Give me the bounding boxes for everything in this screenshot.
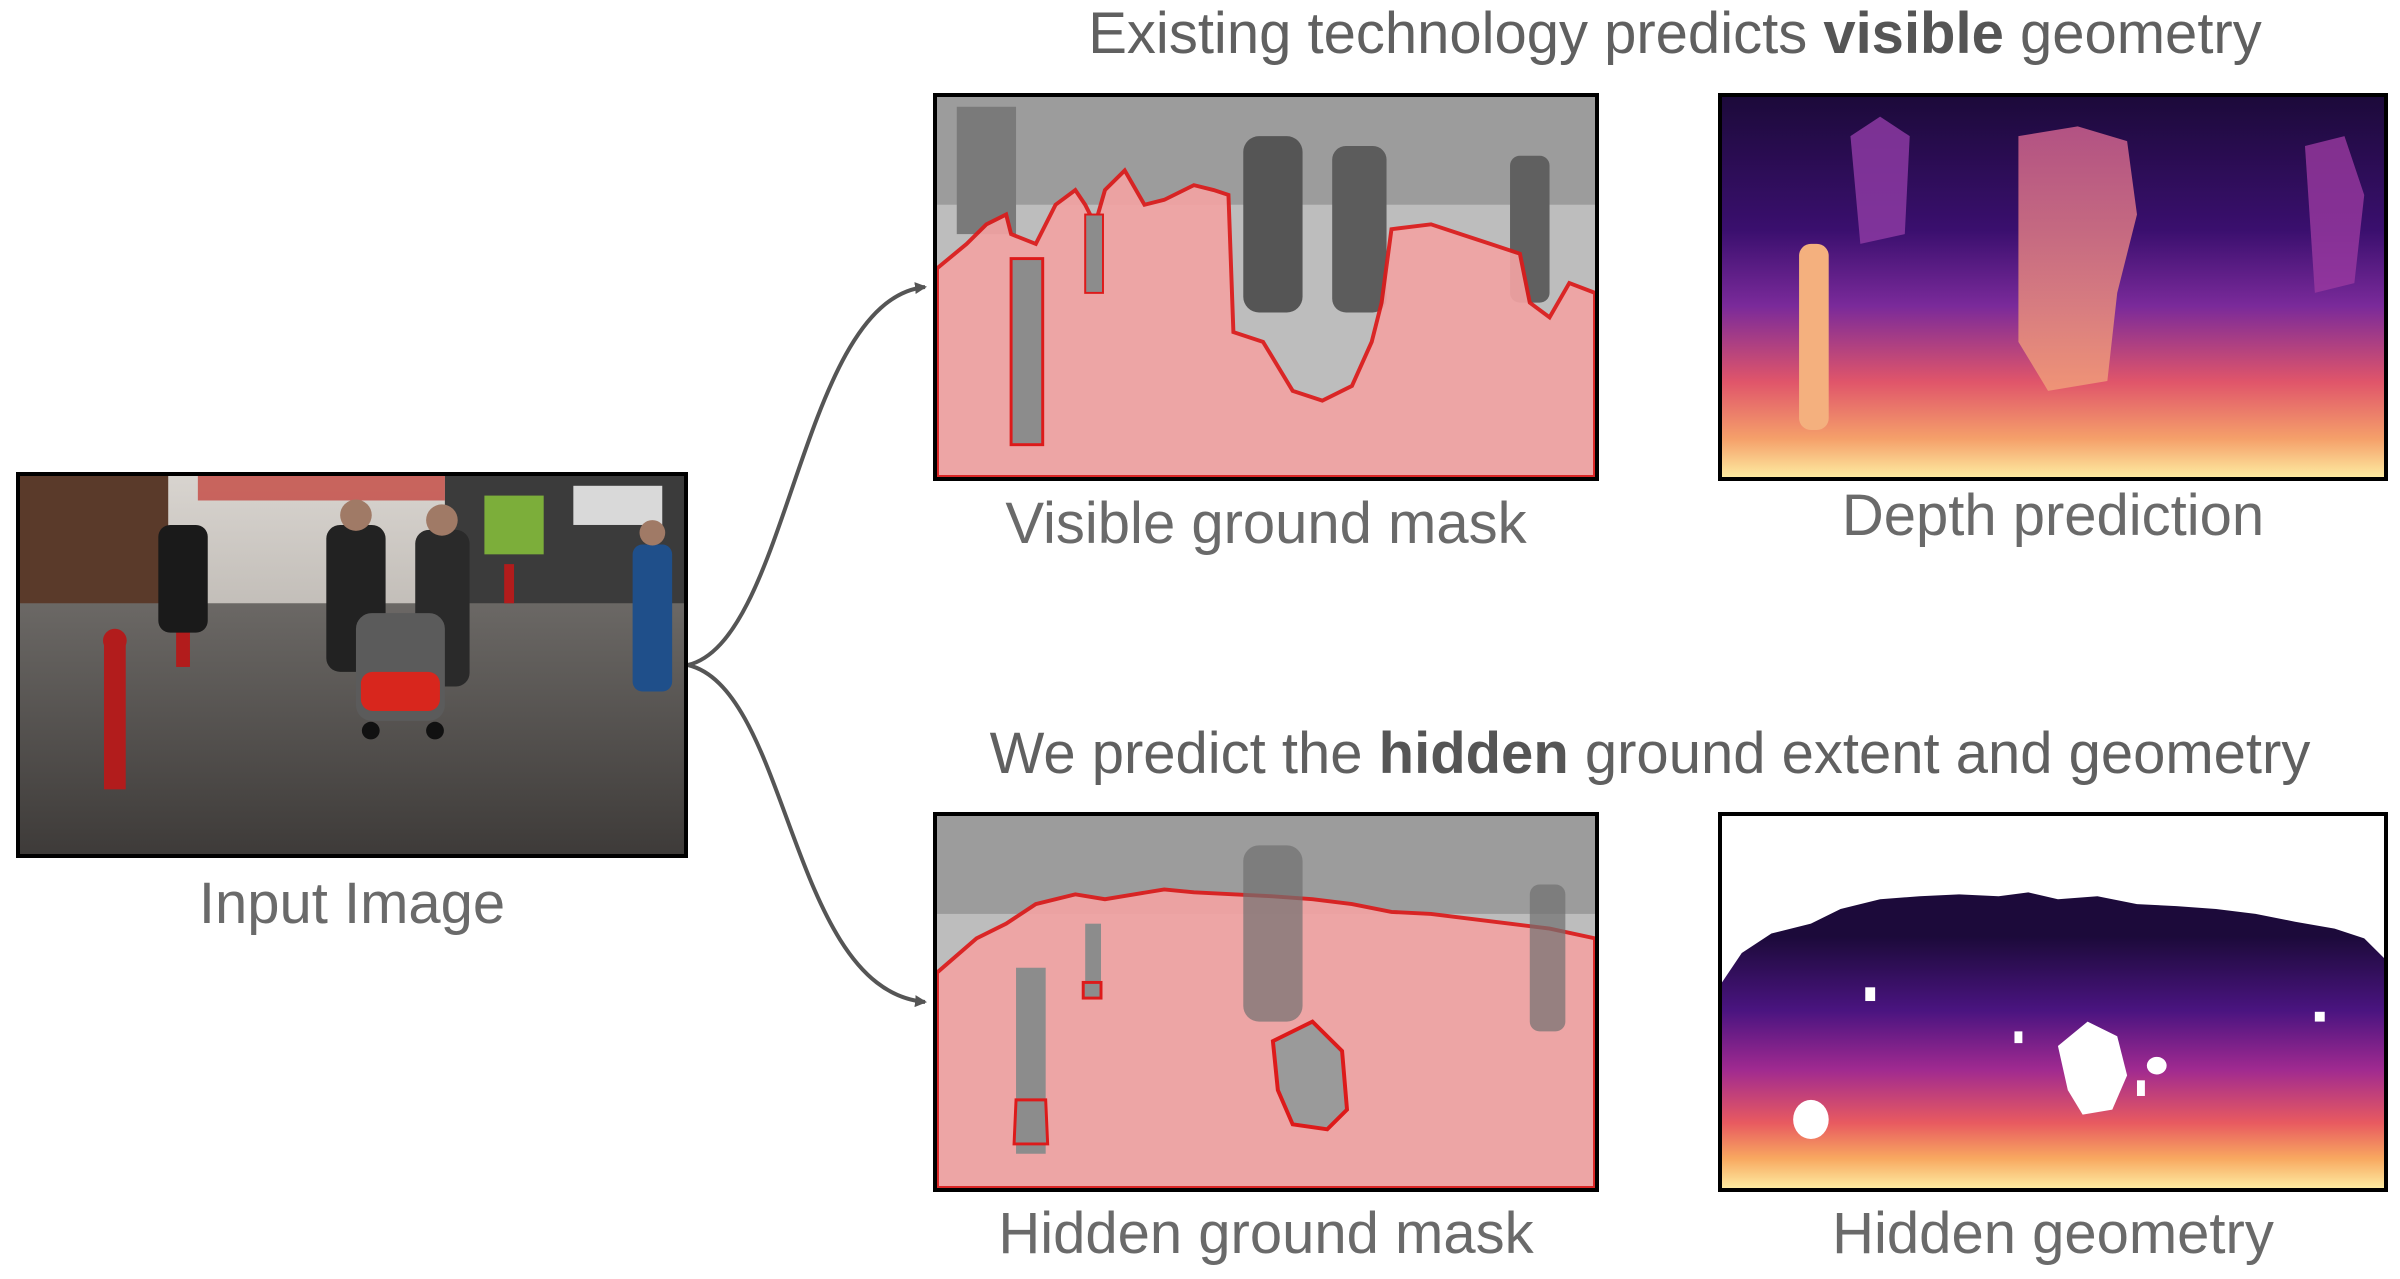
label-visible-ground-mask: Visible ground mask	[1005, 491, 1527, 556]
label-depth-prediction: Depth prediction	[1841, 483, 2265, 548]
hidden-ground-mask-image	[933, 812, 1599, 1192]
label-input-image: Input Image	[198, 871, 506, 936]
hidden-geometry-image	[1718, 812, 2388, 1192]
label-hidden-ground-mask: Hidden ground mask	[998, 1201, 1534, 1266]
arrow-to-hidden-mask	[687, 663, 927, 1008]
heading-bottom-post: ground extent and geometry	[1568, 721, 2311, 786]
visible-ground-mask-image	[933, 93, 1599, 481]
input-image	[16, 472, 688, 858]
depth-prediction-image	[1718, 93, 2388, 481]
heading-visible-geometry: Existing technology predicts visible geo…	[1030, 0, 2320, 67]
heading-bottom-bold: hidden	[1378, 721, 1569, 786]
heading-bottom-pre: We predict the	[989, 721, 1379, 786]
heading-top-bold: visible	[1823, 1, 2004, 66]
heading-hidden-geometry: We predict the hidden ground extent and …	[950, 720, 2350, 787]
arrow-to-visible-mask	[687, 282, 927, 667]
heading-top-post: geometry	[2003, 1, 2262, 66]
heading-top-pre: Existing technology predicts	[1088, 1, 1824, 66]
label-hidden-geometry: Hidden geometry	[1832, 1201, 2274, 1266]
